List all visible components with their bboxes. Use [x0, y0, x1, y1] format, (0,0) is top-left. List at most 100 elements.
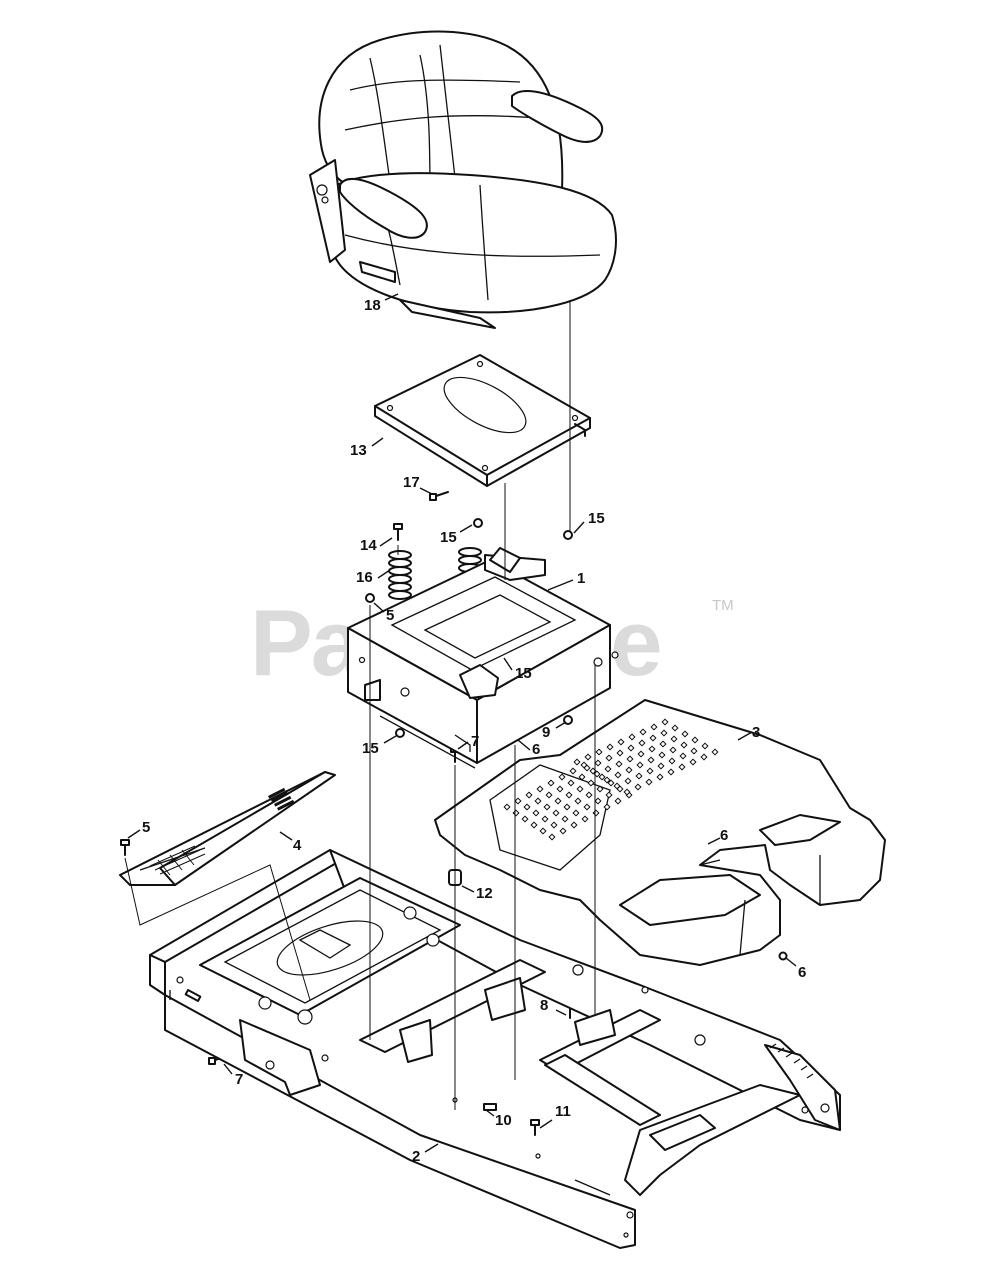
- callout-3[interactable]: 3: [752, 724, 760, 741]
- tread-hole: [624, 777, 632, 785]
- left-tread-holes: [489, 764, 611, 871]
- part-seat[interactable]: [309, 30, 617, 329]
- tread-hole: [534, 797, 542, 805]
- tread-hole: [565, 791, 573, 799]
- tread-hole: [670, 735, 678, 743]
- tread-hole: [563, 803, 571, 811]
- tread-hole: [581, 815, 589, 823]
- tread-hole: [679, 752, 687, 760]
- callout-6[interactable]: 6: [798, 964, 806, 981]
- callout-17[interactable]: 17: [403, 474, 420, 491]
- tread-hole: [559, 827, 567, 835]
- tread-hole: [606, 743, 614, 751]
- part-seat-pan[interactable]: [347, 547, 619, 769]
- tread-hole: [680, 741, 688, 749]
- callout-7[interactable]: 7: [471, 733, 479, 750]
- tread-hole: [541, 815, 549, 823]
- tread-hole: [514, 797, 522, 805]
- tread-hole: [668, 757, 676, 765]
- callout-10[interactable]: 10: [495, 1112, 512, 1129]
- tread-hole: [523, 803, 531, 811]
- tread-hole: [615, 760, 623, 768]
- callout-16[interactable]: 16: [356, 569, 373, 586]
- tread-hole: [637, 750, 645, 758]
- tread-hole: [650, 723, 658, 731]
- tread-hole: [543, 803, 551, 811]
- tread-hole: [567, 779, 575, 787]
- tread-hole: [671, 724, 679, 732]
- callout-labels: 18 13 17 15 15 14 16 1 5 15 9 15 3 6 7 5…: [142, 297, 806, 1165]
- callout-15[interactable]: 15: [440, 529, 457, 546]
- callout-14[interactable]: 14: [360, 537, 377, 554]
- callout-6[interactable]: 6: [532, 741, 540, 758]
- tread-hole: [607, 779, 615, 787]
- tread-hole: [556, 785, 564, 793]
- tread-hole: [574, 797, 582, 805]
- tread-hole: [548, 833, 556, 841]
- tread-hole: [657, 762, 665, 770]
- tread-hole: [656, 773, 664, 781]
- tread-hole: [661, 718, 669, 726]
- tread-hole: [635, 772, 643, 780]
- callout-15[interactable]: 15: [362, 740, 379, 757]
- tread-hole: [645, 778, 653, 786]
- tread-hole: [701, 742, 709, 750]
- part-seat-plate[interactable]: [374, 354, 591, 487]
- tread-hole: [596, 785, 604, 793]
- callout-13[interactable]: 13: [350, 442, 367, 459]
- tread-hole: [617, 738, 625, 746]
- callout-8[interactable]: 8: [540, 997, 548, 1014]
- tread-hole: [594, 797, 602, 805]
- tread-hole: [690, 747, 698, 755]
- part-foot-plate[interactable]: [434, 699, 886, 966]
- tread-hole: [594, 759, 602, 767]
- tread-hole: [595, 748, 603, 756]
- callout-15[interactable]: 15: [588, 510, 605, 527]
- callout-9[interactable]: 9: [542, 724, 550, 741]
- tread-hole: [583, 803, 591, 811]
- tread-hole: [561, 815, 569, 823]
- tread-hole: [593, 770, 601, 778]
- callout-5[interactable]: 5: [142, 819, 150, 836]
- part-frame[interactable]: [149, 849, 841, 1249]
- callout-1[interactable]: 1: [577, 570, 585, 587]
- tread-hole: [669, 746, 677, 754]
- tread-hole: [604, 765, 612, 773]
- tread-hole: [613, 782, 621, 790]
- callout-18[interactable]: 18: [364, 297, 381, 314]
- tread-hole: [647, 756, 655, 764]
- tread-hole: [584, 753, 592, 761]
- callout-12[interactable]: 12: [476, 885, 493, 902]
- callout-7[interactable]: 7: [235, 1071, 243, 1088]
- tread-hole: [658, 751, 666, 759]
- tread-hole: [605, 754, 613, 762]
- tread-hole: [603, 803, 611, 811]
- tread-hole: [521, 815, 529, 823]
- tread-hole: [678, 763, 686, 771]
- tread-hole: [623, 788, 631, 796]
- part-step-plate[interactable]: [119, 771, 336, 886]
- callout-11[interactable]: 11: [555, 1103, 571, 1120]
- tread-hole: [570, 821, 578, 829]
- tread-hole: [583, 764, 591, 772]
- tread-hole: [578, 773, 586, 781]
- callout-2[interactable]: 2: [412, 1148, 420, 1165]
- callout-5[interactable]: 5: [386, 607, 394, 624]
- tread-hole: [634, 783, 642, 791]
- callout-4[interactable]: 4: [293, 837, 302, 854]
- tread-hole: [532, 809, 540, 817]
- tread-hole: [525, 791, 533, 799]
- callout-6[interactable]: 6: [720, 827, 728, 844]
- tread-hole: [667, 768, 675, 776]
- callout-15[interactable]: 15: [515, 665, 532, 682]
- tread-hole: [614, 771, 622, 779]
- tread-hole: [573, 758, 581, 766]
- tread-hole: [660, 729, 668, 737]
- tread-hole: [626, 755, 634, 763]
- tread-hole: [627, 744, 635, 752]
- tread-hole: [700, 753, 708, 761]
- tread-hole: [691, 736, 699, 744]
- tread-hole: [547, 779, 555, 787]
